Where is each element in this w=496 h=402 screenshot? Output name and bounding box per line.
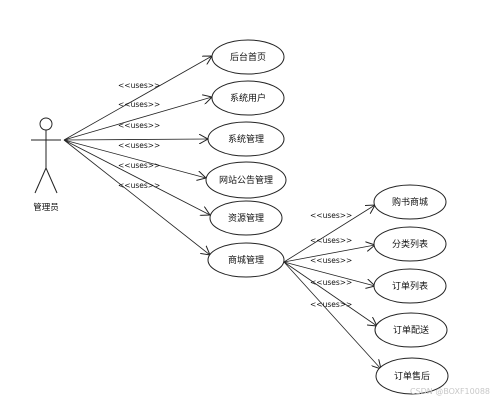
stereotype-label: <<uses>> — [118, 141, 160, 150]
actor-label: 管理员 — [33, 202, 59, 213]
use-case-label: 资源管理 — [228, 212, 264, 224]
sub-use-case-label: 订单配送 — [393, 324, 429, 336]
actor-admin — [31, 117, 61, 194]
sub-use-case-label: 订单售后 — [394, 370, 430, 382]
actor-right-leg — [45, 167, 58, 194]
association-line — [63, 139, 208, 140]
association-line — [283, 261, 375, 286]
stereotype-label: <<uses>> — [310, 300, 352, 309]
association-line — [283, 261, 377, 326]
sub-use-case-label: 购书商城 — [392, 196, 428, 208]
stereotype-label: <<uses>> — [118, 161, 160, 170]
use-case-label: 系统用户 — [230, 92, 266, 104]
use-case-ellipse — [211, 80, 285, 116]
stereotype-label: <<uses>> — [118, 181, 160, 190]
use-case-label: 商城管理 — [228, 254, 264, 266]
watermark: CSDN @BOXF10088 — [410, 387, 490, 396]
use-case-label: 系统管理 — [228, 133, 264, 145]
stereotype-label: <<uses>> — [310, 256, 352, 265]
actor-left-leg — [34, 167, 47, 194]
stereotype-label: <<uses>> — [310, 211, 352, 220]
association-line — [63, 139, 210, 215]
sub-use-case-label: 订单列表 — [392, 280, 428, 292]
use-case-ellipse — [209, 200, 283, 236]
association-line — [283, 261, 381, 369]
use-case-ellipse — [207, 242, 285, 278]
use-case-ellipse — [205, 161, 287, 199]
association-line — [283, 245, 375, 263]
stereotype-label: <<uses>> — [118, 121, 160, 130]
use-case-label: 网站公告管理 — [219, 174, 273, 186]
stereotype-label: <<uses>> — [118, 100, 160, 109]
use-case-label: 后台首页 — [230, 51, 266, 63]
sub-use-case-ellipse — [375, 357, 449, 395]
association-line — [63, 139, 206, 178]
actor-head — [39, 117, 53, 131]
sub-use-case-label: 分类列表 — [392, 238, 428, 250]
stereotype-label: <<uses>> — [310, 236, 352, 245]
stereotype-label: <<uses>> — [310, 278, 352, 287]
sub-use-case-ellipse — [373, 268, 447, 304]
association-line — [63, 56, 212, 141]
use-case-ellipse — [211, 39, 285, 75]
stereotype-label: <<uses>> — [118, 81, 160, 90]
association-line — [63, 139, 210, 255]
association-line — [63, 97, 212, 141]
sub-use-case-ellipse — [374, 312, 448, 348]
association-line — [283, 205, 375, 263]
use-case-ellipse — [207, 121, 285, 157]
sub-use-case-ellipse — [373, 226, 447, 262]
sub-use-case-ellipse — [373, 184, 447, 220]
